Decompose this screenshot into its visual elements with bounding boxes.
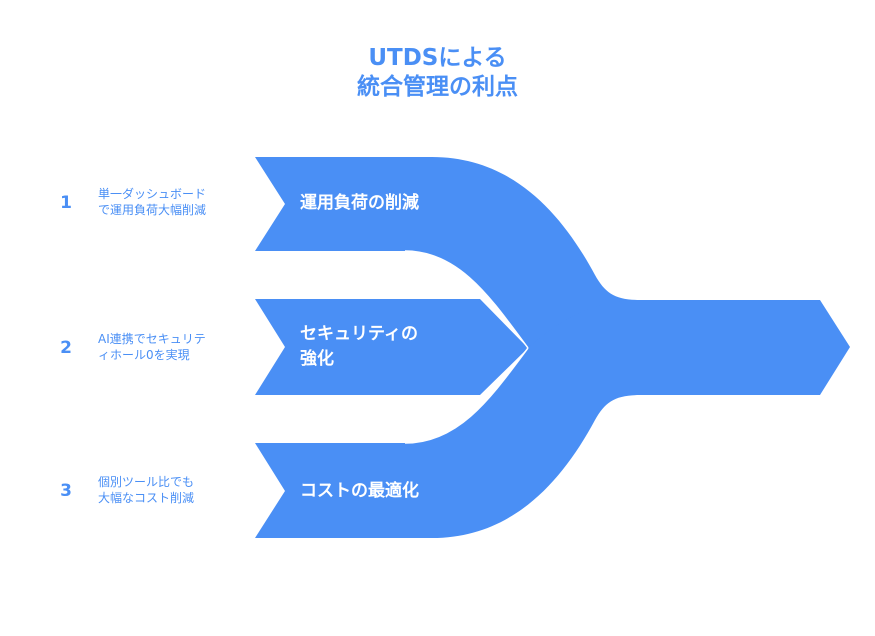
item-number-2: 2 bbox=[60, 338, 72, 358]
branch-shape-2 bbox=[255, 299, 528, 395]
separator-line-top bbox=[404, 250, 529, 349]
item-number-1: 1 bbox=[60, 193, 72, 213]
item-description-1: 単一ダッシュボード で運用負荷大幅削減 bbox=[98, 186, 248, 218]
item-description-1-line-1: 単一ダッシュボード bbox=[98, 187, 207, 201]
item-description-1-line-2: で運用負荷大幅削減 bbox=[98, 203, 207, 217]
item-description-2-line-2: ィホール0を実現 bbox=[98, 348, 190, 362]
item-label-1: 運用負荷の削減 bbox=[300, 191, 480, 216]
output-arrow bbox=[630, 300, 850, 395]
item-description-2-line-1: AI連携でセキュリテ bbox=[98, 332, 206, 346]
item-number-3: 3 bbox=[60, 481, 72, 501]
item-label-3-line-1: コストの最適化 bbox=[300, 481, 419, 501]
item-label-3: コストの最適化 bbox=[300, 479, 480, 504]
branch-shape-3 bbox=[255, 300, 640, 538]
item-label-1-line-1: 運用負荷の削減 bbox=[300, 193, 419, 213]
item-label-2-line-1: セキュリティの bbox=[300, 324, 418, 344]
item-description-3-line-2: 大幅なコスト削減 bbox=[98, 491, 195, 505]
item-description-3: 個別ツール比でも 大幅なコスト削減 bbox=[98, 474, 248, 506]
title-line-2: 統合管理の利点 bbox=[357, 74, 518, 100]
separator-line-bottom bbox=[404, 347, 529, 444]
diagram-title: UTDSによる 統合管理の利点 bbox=[0, 44, 875, 102]
item-label-2: セキュリティの 強化 bbox=[300, 322, 480, 372]
item-label-2-line-2: 強化 bbox=[300, 349, 334, 369]
title-line-1: UTDSによる bbox=[368, 45, 507, 71]
item-description-3-line-1: 個別ツール比でも bbox=[98, 475, 195, 489]
item-description-2: AI連携でセキュリテ ィホール0を実現 bbox=[98, 331, 248, 363]
